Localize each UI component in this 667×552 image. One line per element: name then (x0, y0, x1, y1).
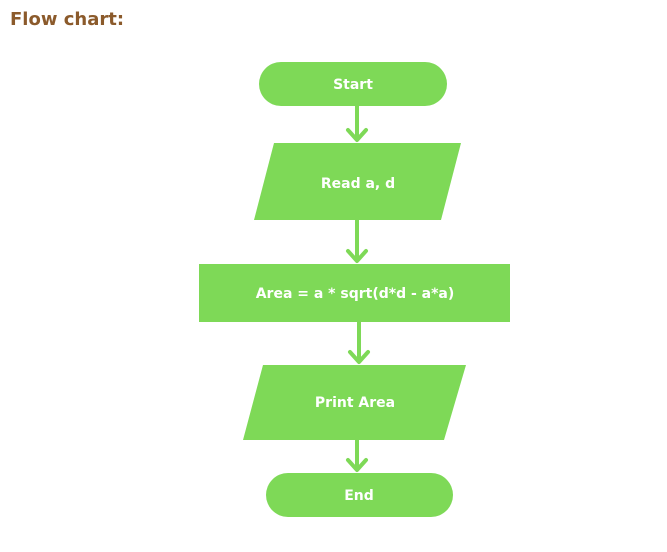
end-shape (266, 473, 453, 517)
input-shape (254, 143, 461, 220)
start-node: Start (259, 62, 447, 106)
arrow-head (346, 128, 368, 142)
end-label: End (344, 488, 374, 504)
output-shape (243, 365, 466, 440)
arrow-head (346, 249, 368, 263)
input-label: Read a, d (321, 176, 395, 192)
arrow-process-to-output (348, 322, 370, 364)
process-shape (199, 264, 510, 322)
arrow-head (348, 350, 370, 364)
arrow-output-to-end (346, 440, 368, 472)
flowchart-heading: Flow chart: (10, 9, 125, 30)
arrow-input-to-process (346, 220, 368, 263)
start-label: Start (333, 77, 373, 93)
output-label: Print Area (315, 395, 395, 411)
arrow-start-to-input (346, 106, 368, 142)
output-node: Print Area (243, 365, 466, 440)
process-label: Area = a * sqrt(d*d - a*a) (256, 286, 455, 302)
input-node: Read a, d (254, 143, 461, 220)
start-shape (259, 62, 447, 106)
end-node: End (266, 473, 453, 517)
arrow-head (346, 458, 368, 472)
process-node: Area = a * sqrt(d*d - a*a) (199, 264, 510, 322)
